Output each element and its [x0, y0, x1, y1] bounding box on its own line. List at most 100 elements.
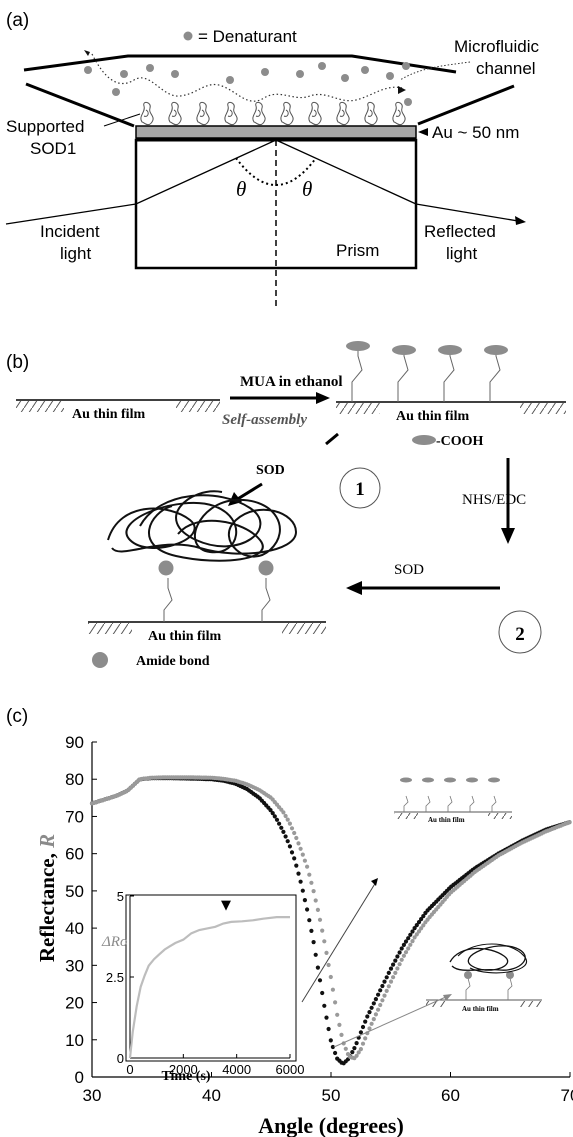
denaturant-dot: [112, 88, 120, 96]
data-point: [294, 835, 299, 841]
data-point: [330, 987, 335, 992]
data-point: [393, 958, 398, 963]
data-point: [333, 1000, 338, 1005]
reflected-label: Reflected: [424, 222, 496, 241]
denaturant-dot: [386, 72, 394, 80]
protein-icon: [252, 101, 266, 126]
mua-label: MUA in ethanol: [240, 374, 343, 390]
cooh-head-icon: [400, 777, 412, 783]
hatch-icon: [488, 813, 512, 819]
protein-icon: [168, 101, 182, 126]
y-tick-label: 50: [65, 882, 84, 901]
protein-icon: [336, 101, 350, 126]
data-point: [354, 1041, 359, 1046]
inset-x-label: Time (s): [161, 1069, 210, 1084]
cooh-head-icon: [466, 777, 478, 783]
au-film-bottom-label: Au thin film: [148, 629, 221, 644]
data-point: [283, 834, 288, 839]
data-point: [363, 1036, 368, 1041]
data-point: [358, 1047, 363, 1052]
nhs-arrowhead-icon: [501, 528, 515, 544]
data-point: [320, 928, 325, 933]
inset-series-0: [128, 915, 290, 1059]
denaturant-dot: [84, 66, 92, 74]
data-point: [277, 821, 282, 826]
hatch-icon: [426, 1001, 448, 1007]
data-point: [399, 946, 404, 951]
cooh-legend-icon: [412, 435, 436, 445]
data-point: [367, 1026, 372, 1031]
data-point: [300, 888, 305, 893]
data-point: [567, 820, 572, 825]
data-point: [412, 935, 417, 940]
y-tick-label: 40: [65, 919, 84, 938]
inset-y-tick-label: 2.5: [106, 970, 124, 985]
angle-arc: [235, 157, 317, 186]
data-point: [307, 918, 312, 923]
hatch-icon: [16, 401, 64, 412]
pointer-line-bottom: [333, 995, 449, 1048]
amide-bond-icon: [258, 560, 274, 576]
data-point: [416, 920, 422, 925]
data-point: [350, 1050, 355, 1055]
inset-x-tick-label: 4000: [222, 1062, 251, 1077]
data-point: [333, 1050, 338, 1056]
linker-chain: [261, 578, 271, 622]
data-point: [324, 1015, 329, 1020]
protein-bound-schematic: Au thin film: [426, 943, 542, 1013]
data-point: [410, 929, 415, 934]
au-thickness-label: Au ~ 50 nm: [432, 123, 519, 142]
denaturant-dot: [361, 66, 369, 74]
pointer-arrow-icon: [371, 878, 378, 886]
hatch-icon: [176, 401, 220, 412]
data-point: [300, 852, 305, 857]
data-point: [274, 817, 280, 822]
data-point: [339, 1032, 344, 1037]
data-point: [315, 965, 320, 970]
data-point: [376, 1007, 381, 1012]
microfluidic-pointer: [399, 61, 471, 81]
data-point: [283, 813, 288, 819]
channel-label: channel: [476, 59, 536, 78]
pointer-line-top: [301, 881, 377, 1003]
data-point: [285, 839, 290, 844]
panel-c-label: (c): [6, 706, 28, 727]
denaturant-dot: [318, 62, 326, 70]
y-axis-label: Reflectance, R: [35, 834, 59, 962]
data-point: [315, 907, 320, 913]
data-point: [328, 1038, 333, 1043]
data-point: [335, 1012, 340, 1017]
data-point: [287, 844, 292, 849]
data-point: [311, 889, 316, 894]
main-chart: 01020304050607080903040506070: [65, 733, 573, 1105]
data-point: [298, 879, 303, 884]
flow-arrowhead-icon: [398, 86, 406, 94]
data-point: [326, 1026, 331, 1032]
data-point: [296, 871, 301, 876]
gold-layer: [135, 125, 417, 139]
data-point: [367, 1010, 372, 1015]
cooh-head-icon: [438, 345, 462, 355]
data-point: [354, 1053, 359, 1058]
data-point: [380, 983, 385, 989]
sod1-proteins: [140, 101, 406, 126]
y-tick-label: 0: [75, 1068, 84, 1087]
mua-arrowhead-icon: [316, 392, 330, 404]
route1-arrow-shaft-top: [325, 432, 339, 446]
bare-mua-schematic: Au thin film: [394, 777, 512, 824]
data-point: [378, 988, 383, 993]
data-point: [391, 962, 396, 967]
data-point: [365, 1014, 370, 1019]
y-tick-label: 70: [65, 807, 84, 826]
cooh-head-icon: [422, 777, 434, 783]
supported-label: Supported: [6, 117, 84, 136]
data-point: [406, 936, 411, 941]
data-point: [320, 990, 325, 996]
data-point: [324, 950, 329, 956]
data-point: [317, 978, 323, 983]
incident-label: Incident: [40, 222, 100, 241]
data-point: [292, 830, 297, 836]
denaturant-dot: [120, 70, 128, 78]
data-point: [416, 929, 422, 934]
